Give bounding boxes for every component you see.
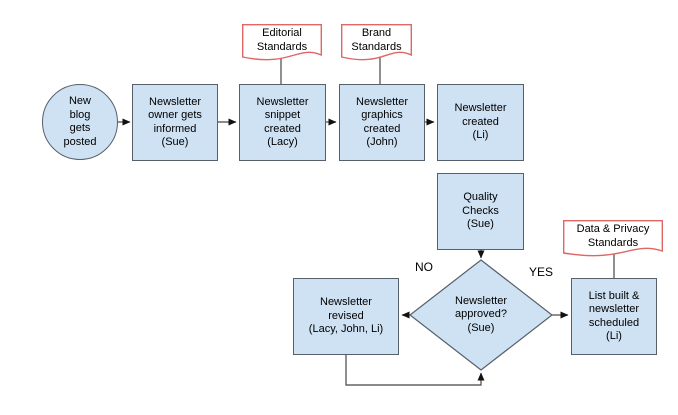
node-label: Newsletter approved? (Sue): [455, 294, 507, 334]
node-newsletter-approved-decision: Newsletter approved? (Sue): [411, 261, 551, 369]
edge-revised-loop-to-approved: [345, 355, 485, 386]
node-newsletter-graphics-created: Newsletter graphics created (John): [339, 84, 425, 161]
node-new-blog-posted: New blog gets posted: [42, 84, 118, 160]
branch-label-no: NO: [415, 260, 433, 274]
node-label: New blog gets posted: [63, 95, 97, 148]
node-label: Newsletter revised (Lacy, John, Li): [308, 296, 384, 336]
node-label: List built & newsletter scheduled (Li): [588, 289, 640, 343]
document-shape-icon: [563, 220, 663, 257]
doc-label: Data & Privacy Standards: [576, 223, 650, 249]
document-shape-icon: [242, 24, 322, 61]
doc-data-privacy-standards: Data & Privacy Standards: [563, 220, 663, 262]
node-label: Quality Checks (Sue): [462, 191, 499, 231]
branch-label-yes: YES: [528, 265, 553, 279]
doc-label: Brand Standards: [351, 27, 402, 53]
node-label: Newsletter snippet created (Lacy): [256, 95, 309, 149]
node-newsletter-owner-informed: Newsletter owner gets informed (Sue): [132, 84, 218, 161]
document-shape-icon: [341, 24, 412, 61]
node-newsletter-revised: Newsletter revised (Lacy, John, Li): [293, 278, 399, 355]
doc-editorial-standards: Editorial Standards: [242, 24, 322, 66]
node-label: Newsletter graphics created (John): [356, 95, 408, 149]
decision-diamond-shape: [409, 259, 553, 371]
node-label: Newsletter created (Li): [454, 102, 507, 142]
doc-label: Editorial Standards: [256, 27, 308, 53]
node-list-built-scheduled: List built & newsletter scheduled (Li): [571, 278, 657, 355]
node-quality-checks: Quality Checks (Sue): [437, 173, 524, 250]
doc-brand-standards: Brand Standards: [341, 24, 412, 66]
node-newsletter-snippet-created: Newsletter snippet created (Lacy): [239, 84, 326, 161]
node-newsletter-created: Newsletter created (Li): [437, 84, 524, 161]
node-label: Newsletter owner gets informed (Sue): [148, 95, 202, 149]
